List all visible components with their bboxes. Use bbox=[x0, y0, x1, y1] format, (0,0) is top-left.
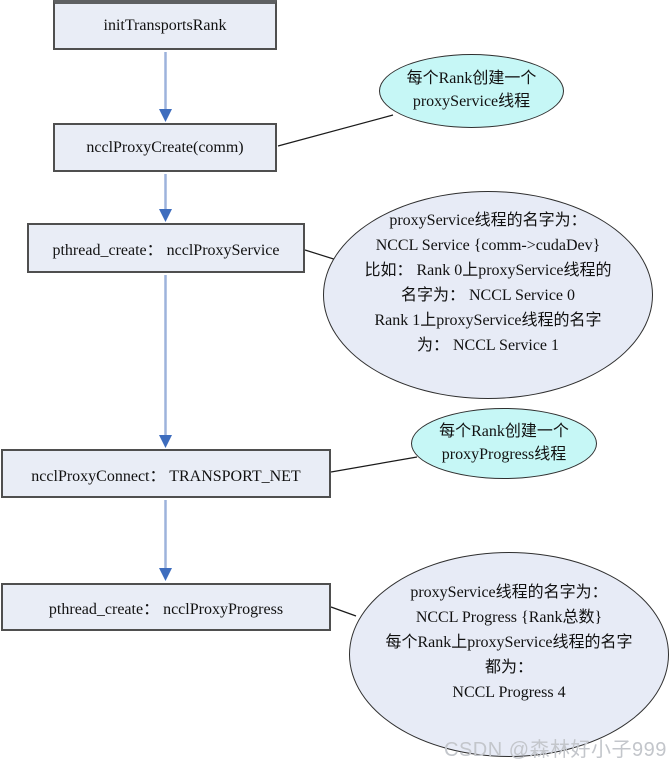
flow-arrow-1 bbox=[159, 52, 172, 122]
csdn-watermark: CSDN @森林好小子999 bbox=[444, 739, 667, 761]
flow-node-label: ncclProxyCreate(comm) bbox=[86, 138, 244, 156]
callout-line-progress-note bbox=[330, 456, 418, 473]
flow-node-nccl-proxy-create: ncclProxyCreate(comm) bbox=[53, 123, 277, 172]
flow-node-init-transports-rank: initTransportsRank bbox=[53, 0, 277, 50]
flow-node-nccl-proxy-connect: ncclProxyConnect： TRANSPORT_NET bbox=[1, 449, 331, 498]
callout-text: proxyService线程的名字为： NCCL Service {comm->… bbox=[364, 212, 612, 354]
callout-text: proxyService线程的名字为： NCCL Progress {Rank总… bbox=[385, 584, 633, 701]
callout-line-service-note bbox=[277, 114, 394, 147]
flow-node-pthread-create-progress: pthread_create： ncclProxyProgress bbox=[1, 583, 331, 631]
callout-text: 每个Rank创建一个 proxyService线程 bbox=[406, 70, 537, 110]
callout-progress-note: 每个Rank创建一个 proxyProgress线程 bbox=[411, 408, 597, 479]
callout-service-note: 每个Rank创建一个 proxyService线程 bbox=[379, 54, 564, 128]
callout-text: 每个Rank创建一个 proxyProgress线程 bbox=[439, 422, 569, 463]
flow-arrow-3 bbox=[159, 275, 172, 448]
flow-node-label: pthread_create： ncclProxyService bbox=[52, 242, 280, 259]
flow-node-label: initTransportsRank bbox=[103, 17, 227, 34]
flow-arrow-2 bbox=[159, 174, 172, 222]
flow-node-label: ncclProxyConnect： TRANSPORT_NET bbox=[31, 467, 301, 485]
callout-service-detail: proxyService线程的名字为： NCCL Service {comm->… bbox=[323, 191, 653, 399]
callout-progress-detail: proxyService线程的名字为： NCCL Progress {Rank总… bbox=[349, 552, 669, 757]
flow-node-label: pthread_create： ncclProxyProgress bbox=[48, 601, 284, 618]
flow-node-pthread-create-service: pthread_create： ncclProxyService bbox=[27, 223, 305, 273]
callout-line-progress-detail bbox=[330, 606, 357, 617]
flow-arrow-4 bbox=[159, 500, 172, 581]
